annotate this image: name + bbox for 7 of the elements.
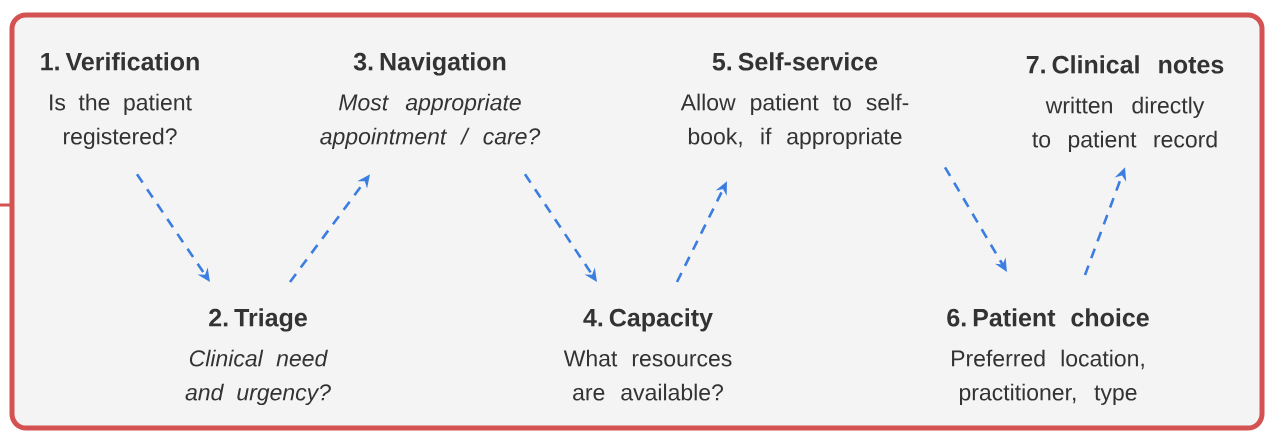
step-text: 3. Navigation Most appropriate appointment / care? — [320, 52, 541, 150]
step-text: 1. Verification Is the patient registered? — [41, 52, 199, 150]
step-text: 2. Triage Clinical need and urgency? — [185, 308, 331, 406]
step-text: 5. Self-service Allow patient to self-book, if appropriate — [680, 52, 909, 150]
step-text: 4. Capacity What resources are available? — [563, 308, 732, 401]
step-text: 6. Patient choice Preferred location, practitioner, type — [947, 308, 1149, 406]
step-text: 7. Clinical notes written directly to patient record — [1026, 55, 1224, 153]
